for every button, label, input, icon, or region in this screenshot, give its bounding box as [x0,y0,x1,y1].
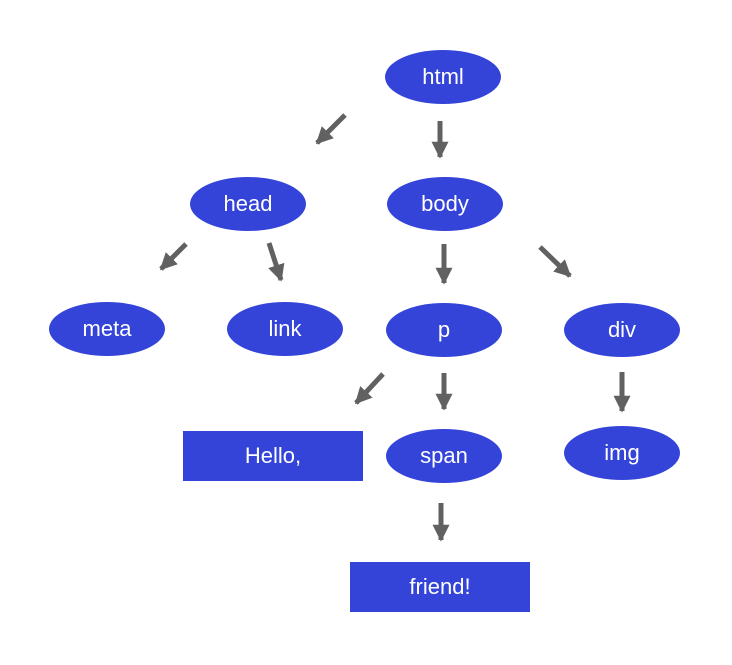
edge-body-div [538,245,572,278]
node-div: div [564,303,680,357]
node-body: body [387,177,503,231]
edge-html-head [315,113,347,145]
node-span: span [386,429,502,483]
node-img: img [564,426,680,480]
text-node-friend: friend! [350,562,530,612]
edge-p-hello [354,372,385,405]
node-html: html [385,50,501,104]
edge-head-link [266,242,285,282]
edge-head-meta [159,242,188,271]
node-head: head [190,177,306,231]
node-meta: meta [49,302,165,356]
node-link: link [227,302,343,356]
text-node-hello: Hello, [183,431,363,481]
node-p: p [386,303,502,357]
